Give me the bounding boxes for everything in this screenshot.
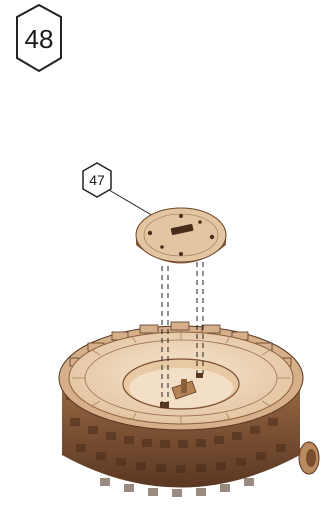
wooden-disc-part [136, 208, 226, 264]
part-callout: 47 [83, 163, 160, 220]
gear-stack-assembly [59, 322, 319, 497]
step-badge: 48 [17, 5, 61, 71]
part-number: 47 [89, 172, 105, 188]
step-number: 48 [25, 24, 54, 54]
